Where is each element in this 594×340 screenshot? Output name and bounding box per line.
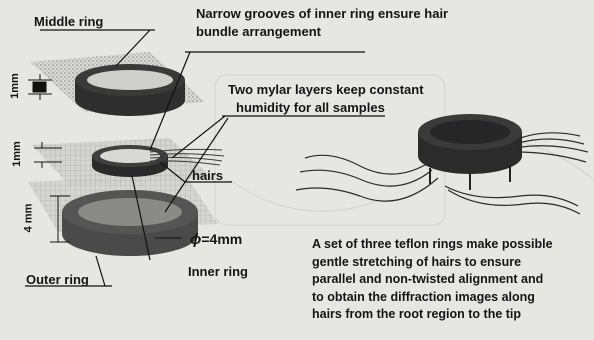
- outer-ring-label: Outer ring: [26, 272, 89, 287]
- background-ghost: [215, 75, 594, 225]
- description-line: A set of three teflon rings make possibl…: [312, 236, 594, 254]
- grooves-note-line2: bundle arrangement: [196, 24, 321, 39]
- middle-ring-label: Middle ring: [34, 14, 103, 29]
- outer-ring: [62, 190, 198, 256]
- diameter-symbol: ϕ: [190, 231, 201, 248]
- diameter-label: ϕ=4mm: [190, 232, 242, 247]
- inner-ring-label: Inner ring: [188, 264, 248, 279]
- description-line: gentle stretching of hairs to ensure: [312, 254, 594, 272]
- description-paragraph: A set of three teflon rings make possibl…: [312, 236, 594, 324]
- description-line: to obtain the diffraction images along: [312, 289, 594, 307]
- middle-ring: [75, 64, 185, 116]
- assembled-holder: [418, 114, 522, 190]
- grooves-note-line1: Narrow grooves of inner ring ensure hair: [196, 6, 448, 21]
- diameter-value: =4mm: [201, 231, 242, 247]
- hairs-label: hairs: [192, 168, 223, 183]
- mylar-note-line2: humidity for all samples: [236, 100, 385, 115]
- dimension-4mm: 4 mm: [22, 204, 34, 233]
- dimension-1mm-top: 1mm: [9, 73, 21, 99]
- mylar-note-line1: Two mylar layers keep constant: [228, 82, 424, 97]
- description-line: parallel and non-twisted alignment and: [312, 271, 594, 289]
- dimension-1mm-middle: 1mm: [11, 141, 23, 167]
- description-line: hairs from the root region to the tip: [312, 306, 594, 324]
